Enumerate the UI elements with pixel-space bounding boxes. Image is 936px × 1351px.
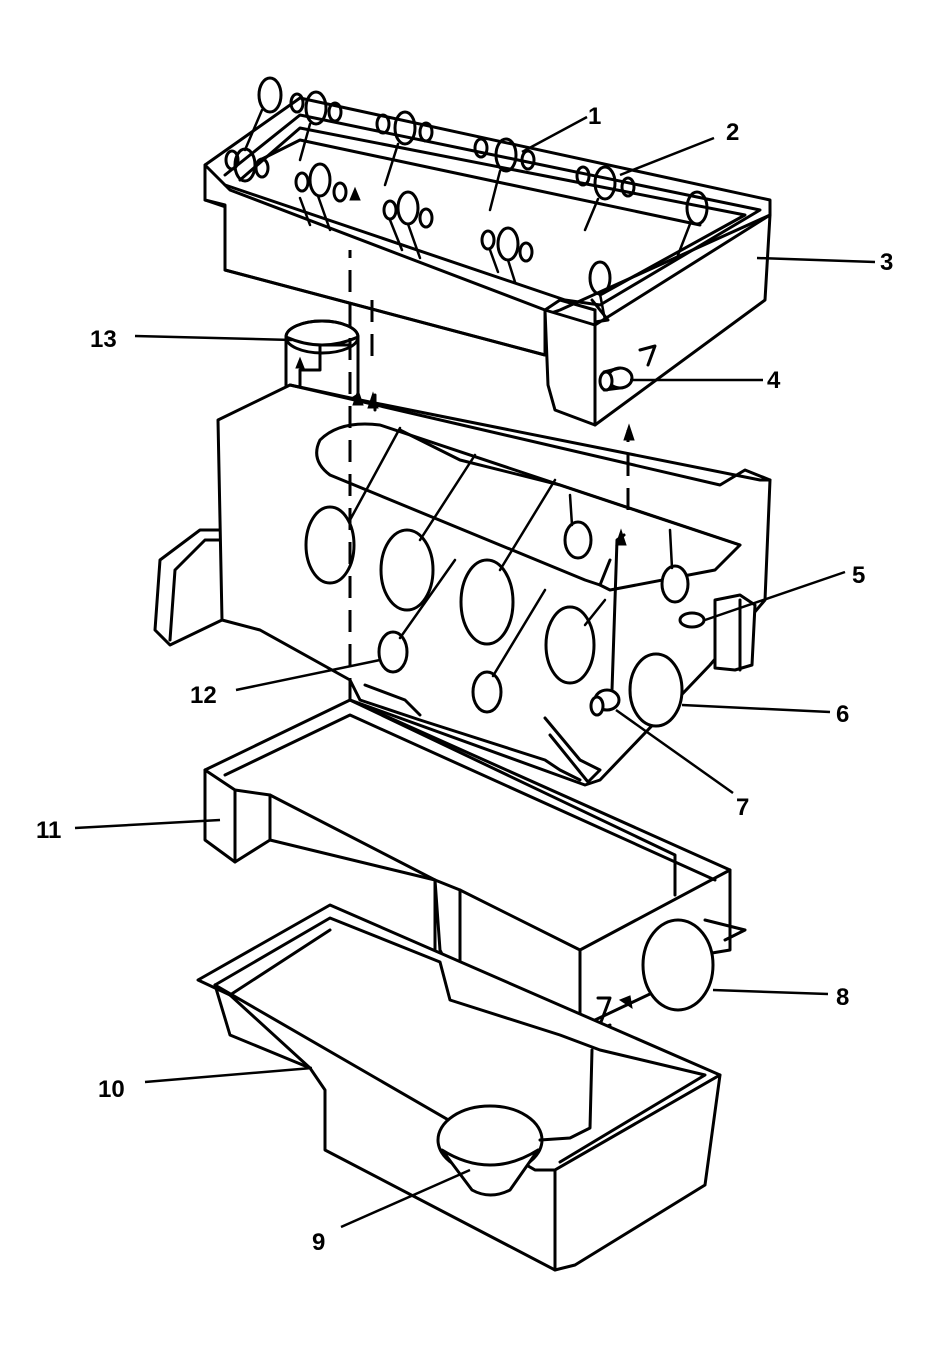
callout-10: 10: [98, 1076, 125, 1103]
callout-1: 1: [588, 103, 601, 130]
leader-11: [74, 818, 221, 830]
callout-11: 11: [36, 817, 61, 844]
rocker-arm-row: [224, 76, 709, 322]
leader-5: [704, 570, 846, 622]
callout-4: 4: [767, 367, 781, 394]
oil-pan: [196, 903, 722, 1272]
leader-9: [340, 1168, 471, 1229]
leader-13: [134, 334, 293, 342]
crankcase-baffle: [203, 698, 747, 1047]
callout-6: 6: [836, 701, 849, 728]
callout-2: 2: [726, 119, 739, 146]
callout-12: 12: [190, 682, 217, 709]
leader-1: [521, 115, 588, 154]
leader-10: [144, 1066, 313, 1084]
callout-labels: 1 2 3 4 5 6 7 8 9 10 11 12 13: [36, 103, 893, 1256]
leader-7: [615, 708, 734, 795]
leader-2: [619, 136, 715, 177]
callout-13: 13: [90, 326, 117, 353]
leader-3: [756, 256, 876, 264]
head-oil-outlet-tube: [598, 344, 657, 392]
leader-lines: [74, 115, 876, 1229]
oil-flow-path: [348, 186, 635, 700]
cylinder-head: [203, 76, 772, 427]
callout-3: 3: [880, 249, 893, 276]
oil-pickup-strainer: [436, 1048, 594, 1197]
leader-8: [712, 988, 829, 996]
callout-5: 5: [852, 562, 865, 589]
callout-9: 9: [312, 1229, 325, 1256]
cylinder-block: [153, 383, 772, 787]
leader-6: [681, 703, 831, 714]
callout-8: 8: [836, 984, 849, 1011]
callout-7: 7: [736, 794, 749, 821]
leader-12: [235, 658, 381, 692]
